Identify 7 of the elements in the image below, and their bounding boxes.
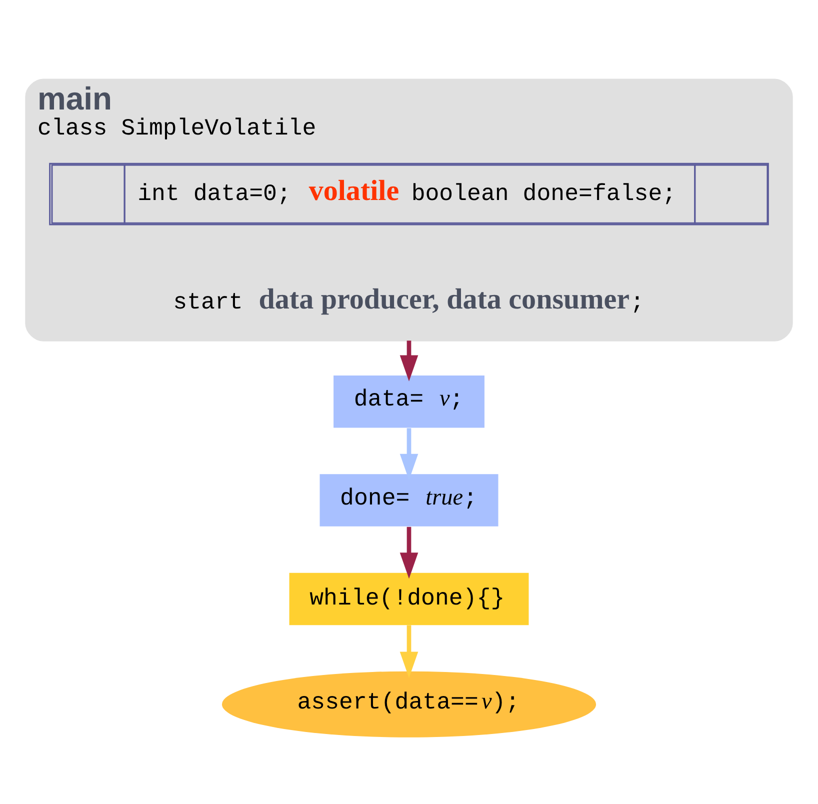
arrow — [400, 624, 418, 678]
arrow — [400, 340, 418, 381]
node-box: data= v; — [334, 374, 484, 428]
node-box: done= true; — [320, 474, 498, 526]
node-ellipse: assert(data==v); — [222, 670, 596, 737]
arrow — [400, 526, 418, 578]
node-box: while(!done){} — [289, 572, 529, 625]
